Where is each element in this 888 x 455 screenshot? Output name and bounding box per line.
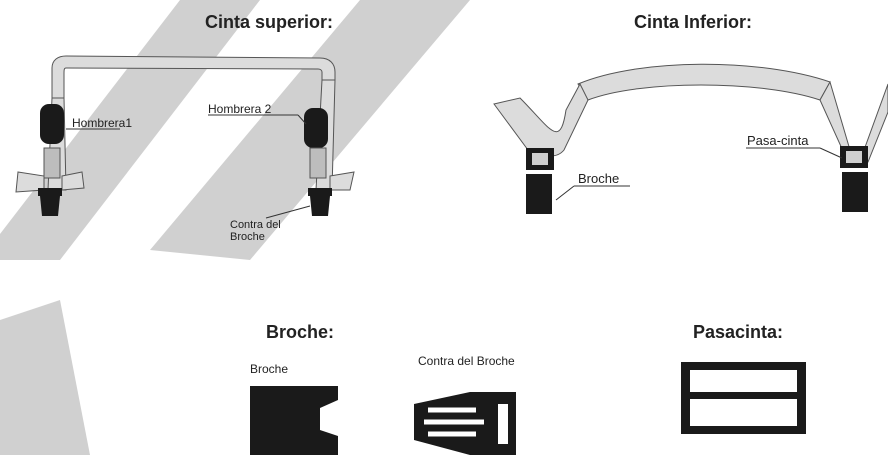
section-title-upper-strap: Cinta superior: bbox=[205, 12, 334, 32]
buckle-lower-right bbox=[842, 172, 868, 212]
label-counter-buckle-upper-line1: Contra del bbox=[230, 219, 281, 231]
label-buckle-lower: Broche bbox=[578, 171, 620, 186]
label-buckle-detail: Broche bbox=[250, 362, 289, 376]
label-counter-buckle-upper: Contra del Broche bbox=[230, 219, 281, 243]
section-title-buckle: Broche: bbox=[266, 322, 335, 342]
watermark-stroke-3 bbox=[0, 300, 90, 455]
label-counter-buckle-detail: Contra del Broche bbox=[418, 354, 515, 368]
label-shoulder-2: Hombrera 2 bbox=[208, 102, 272, 116]
label-counter-buckle-upper-line2: Broche bbox=[230, 230, 265, 243]
buckle-left bbox=[40, 196, 60, 216]
shoulder-pad-2 bbox=[304, 108, 328, 148]
label-pass-strap: Pasa-cinta bbox=[747, 133, 809, 148]
label-shoulder-1: Hombrera1 bbox=[72, 116, 133, 130]
buckle-lower-left bbox=[526, 174, 552, 214]
shoulder-pad-1 bbox=[40, 104, 64, 144]
section-title-slider: Pasacinta: bbox=[693, 322, 784, 342]
buckle-right bbox=[310, 196, 330, 216]
buckle-female-shape bbox=[250, 386, 338, 455]
section-title-lower-strap: Cinta Inferior: bbox=[634, 12, 753, 32]
